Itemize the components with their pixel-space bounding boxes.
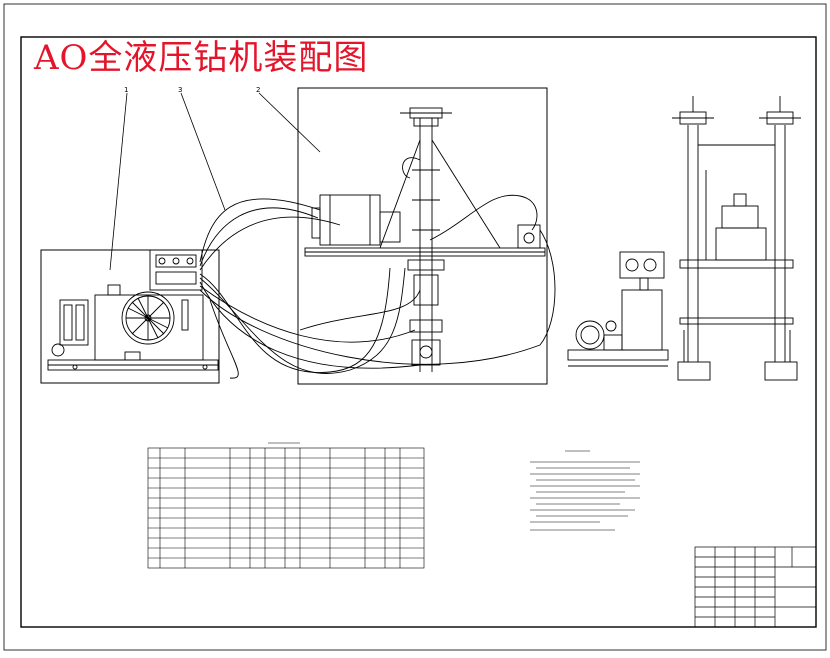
- drill-rig: [304, 107, 546, 372]
- sheet-border: [3, 3, 827, 651]
- side-elevation: [672, 96, 801, 381]
- balloon-1: 1: [124, 86, 128, 94]
- parameter-table: [147, 442, 425, 569]
- pump-unit: [567, 251, 669, 367]
- detail-frames: [40, 87, 548, 385]
- hydraulic-hoses: [199, 157, 556, 379]
- technical-notes: [530, 450, 640, 531]
- balloon-3: 3: [178, 86, 182, 94]
- title-block: [694, 546, 817, 628]
- balloon-labels: 1 3 2: [124, 86, 260, 94]
- leader-lines: [109, 92, 321, 271]
- drawing-title: AO全液压钻机装配图: [34, 38, 369, 78]
- balloon-2: 2: [256, 86, 260, 94]
- hydraulic-station: [47, 249, 219, 371]
